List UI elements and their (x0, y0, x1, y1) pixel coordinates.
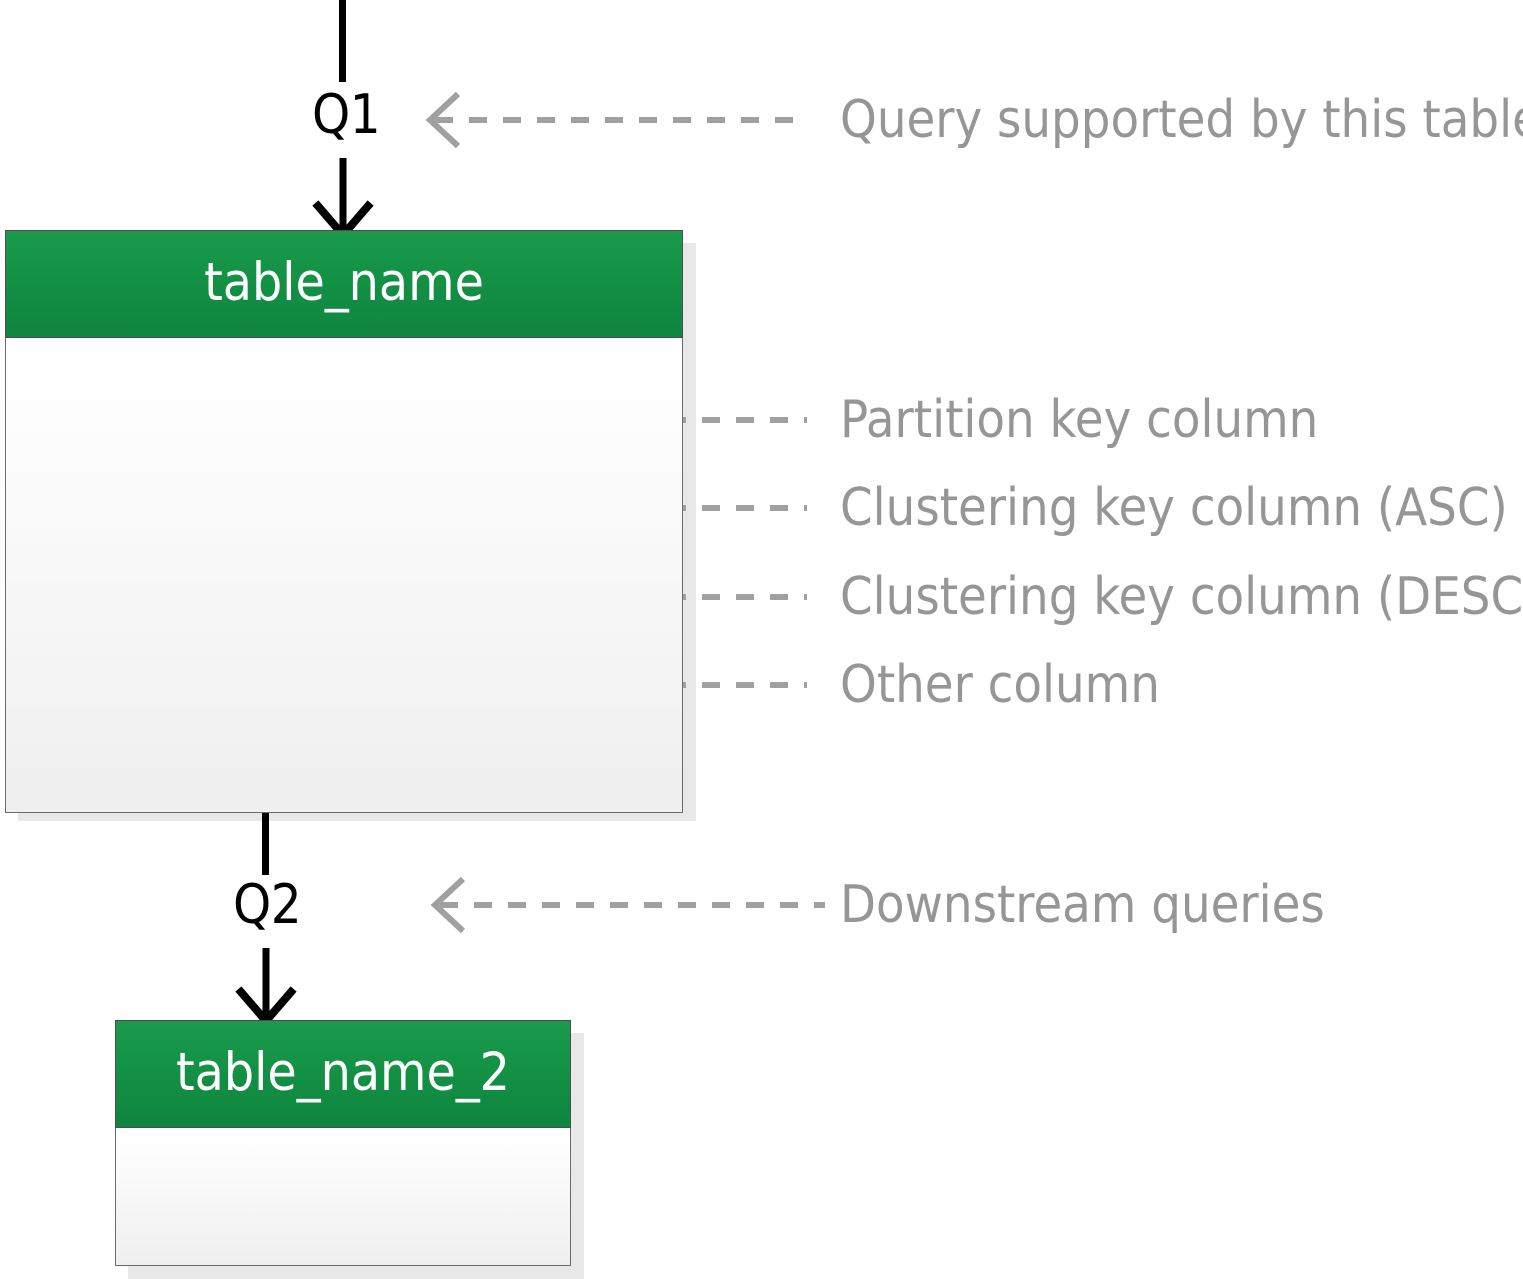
second-table-header: table_name_2 (115, 1020, 571, 1128)
downstream-queries-annotation-text: Downstream queries (840, 875, 1325, 935)
incoming-query-annotation-text: Query supported by this table (840, 90, 1523, 150)
incoming-query-label: Q1 (312, 83, 381, 146)
clustering-key-desc-annotation-text: Clustering key column (DESC) (840, 567, 1523, 627)
incoming-query-arrow-icon (312, 158, 374, 242)
second-table-title: table_name_2 (175, 1041, 511, 1103)
incoming-query-annotation-arrow-icon (425, 91, 803, 149)
main-table-body (5, 338, 683, 813)
clustering-key-asc-annotation-text: Clustering key column (ASC) (840, 478, 1508, 538)
other-column-annotation-text: Other column (840, 655, 1160, 715)
second-table-body (115, 1128, 571, 1266)
outgoing-query-stem-upper (262, 813, 269, 875)
incoming-query-stem-upper (339, 0, 346, 82)
outgoing-query-label: Q2 (233, 873, 302, 936)
downstream-queries-annotation-arrow-icon (430, 876, 825, 934)
outgoing-query-arrow-icon (235, 948, 297, 1028)
main-table-header: table_name (5, 230, 683, 338)
main-table-title: table_name (204, 251, 484, 313)
partition-key-annotation-text: Partition key column (840, 390, 1319, 450)
